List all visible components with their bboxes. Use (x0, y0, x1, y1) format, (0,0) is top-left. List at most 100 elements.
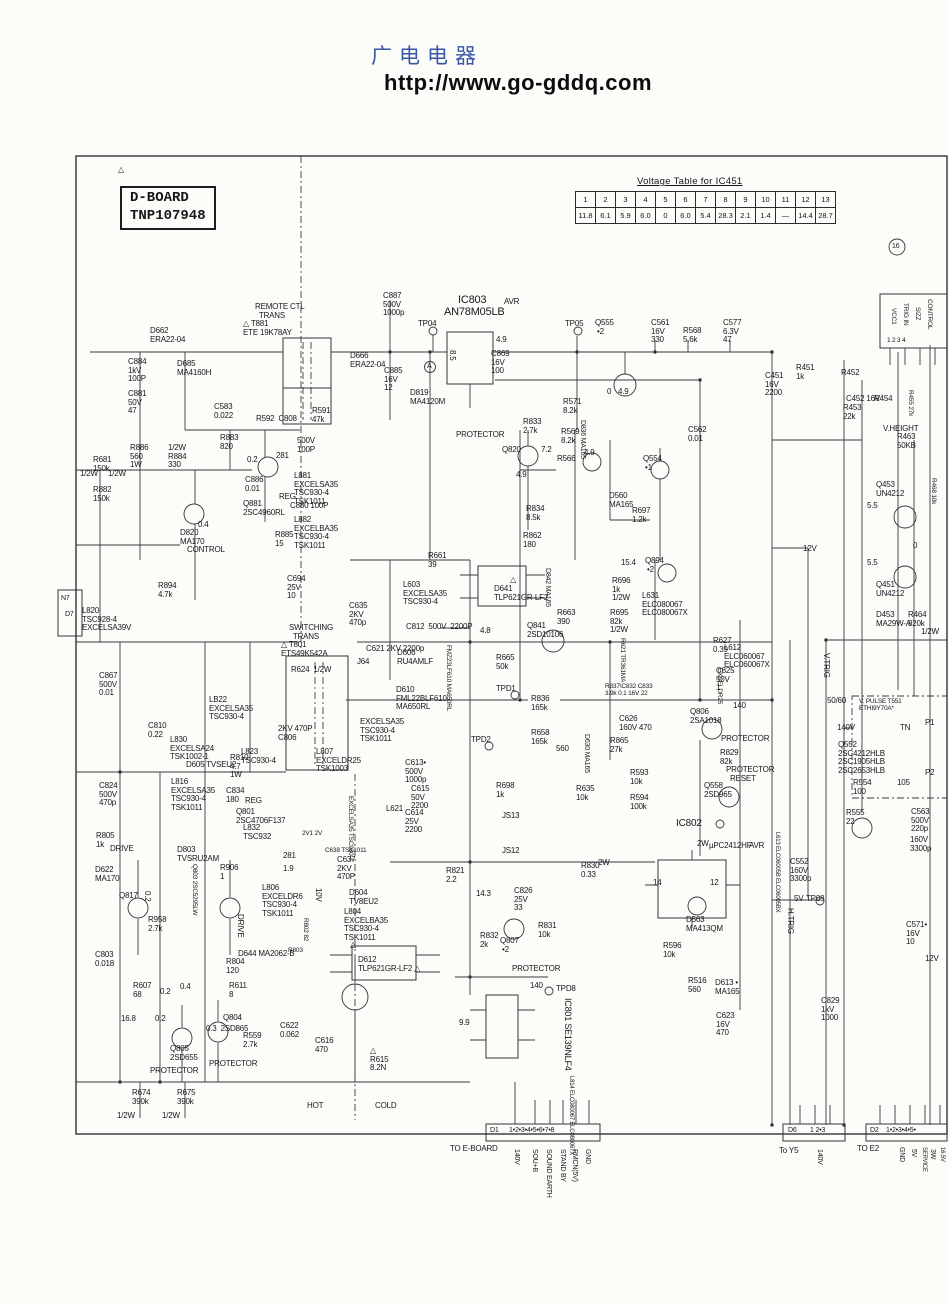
component-label: C803 0.018 (95, 950, 115, 968)
component-label: SERVICE (921, 1147, 927, 1172)
component-label: TPD8 (556, 984, 576, 993)
component-label: 0.3 2SD865 (206, 1024, 249, 1033)
component-label: 2W (598, 858, 610, 867)
component-label: 105 (897, 778, 910, 787)
component-label: 16.5V (939, 1147, 945, 1162)
component-label: C616 470 (315, 1036, 334, 1054)
component-label: R803 (288, 947, 303, 954)
component-label: C834 180 (226, 786, 245, 804)
component-label: C552 160V 3300p (790, 857, 812, 884)
component-label: C867 500V 0.01 (99, 671, 118, 698)
component-label: Q803 2SC5295LW (191, 864, 198, 916)
component-label: SOU+B (531, 1149, 538, 1172)
component-label: D662 ERA22-04 (150, 326, 186, 344)
component-label: R635 10k (576, 784, 595, 802)
component-label: R698 1k (496, 781, 515, 799)
component-label: L823 TSC930-4 (241, 747, 276, 765)
component-label: CONTROL (187, 545, 225, 554)
component-label: C571• 16V 10 (906, 920, 927, 947)
component-label: 281 (283, 851, 296, 860)
component-label: D563 MA413QM (686, 915, 723, 933)
component-label: C812 500V 2200P (406, 622, 473, 631)
component-label: AN78M05LB (444, 306, 505, 318)
component-label: 14.3 (476, 889, 491, 898)
component-label: CONTROL (926, 299, 933, 330)
component-label: 0.2 (155, 1014, 166, 1023)
component-label: L881 EXCELSA35 TSC930-4 TSK1011 (294, 471, 339, 506)
component-label: Q558 2SD965 (704, 781, 732, 799)
board-part-number: TNP107948 (130, 207, 206, 224)
component-label: 1/2W (117, 1111, 135, 1120)
voltage-table-value-cell: 28.3 (715, 207, 736, 224)
component-label: R452 (841, 368, 860, 377)
component-label: V.TRIG (822, 653, 831, 678)
component-label: 1/2W (921, 627, 939, 636)
component-label: R559 2.7k (243, 1031, 262, 1049)
site-url-link[interactable]: http://www.go-gddq.com (384, 70, 653, 95)
component-label: 50/60 (827, 696, 847, 705)
component-label: R697 1.2k (632, 506, 651, 524)
component-label: 12V (925, 954, 939, 963)
component-label: VCC1 (890, 308, 897, 325)
component-label: △ T881 ETE 19K78AY (243, 319, 292, 337)
schematic-border (75, 155, 948, 1135)
component-label: 560 (556, 744, 569, 753)
component-label: H.TRIG (786, 908, 795, 934)
component-label: GND (584, 1149, 591, 1164)
component-label: REG (279, 492, 296, 501)
component-label: 7.2 (541, 445, 552, 454)
component-label: V.HEIGHT (883, 424, 919, 433)
opto-d641-box (477, 565, 527, 607)
component-label: P1 (925, 718, 935, 727)
component-label: D612 TLP621GR-LF2 △ (358, 955, 421, 973)
opto-d612-box (351, 945, 417, 981)
component-label: R661 39 (428, 551, 447, 569)
component-label: C826 25V 33 (514, 886, 533, 913)
component-label: 0 (913, 541, 918, 550)
component-label: Q552 2SC4212HLB 2SC1905HLB 2SC2653HLB (838, 740, 885, 775)
component-label: 5.5 (867, 501, 878, 510)
component-label: R830 0.33 (581, 861, 600, 879)
component-label: C613• 500V 1000p (405, 758, 427, 785)
component-label: 16.8 (121, 1014, 136, 1023)
component-label: D641 TLP621GR-LF2 (494, 584, 549, 602)
component-label: R665 50k (496, 653, 515, 671)
component-label: 4.8 (480, 626, 491, 635)
component-label: PROTECTOR (209, 1059, 258, 1068)
component-label: D610 FML22BLF610 MA650RL (396, 685, 447, 712)
component-label: 140 (733, 701, 746, 710)
component-label: D820 MA170 (180, 528, 205, 546)
component-label: 140V (837, 723, 855, 732)
component-label: L882 EXCELBA35 TSC930-4 TSK1011 (294, 515, 339, 550)
component-label: R834 8.5k (526, 504, 545, 522)
component-label: C880 100P (290, 501, 329, 510)
component-label: Q801 2SC4706F137 (236, 807, 286, 825)
component-label: C881 50V 47 (128, 389, 147, 416)
component-label: V. PULSE T551 ETHI9Y70A* (859, 698, 902, 713)
component-label: DRIVE (110, 844, 134, 853)
component-label: R592 C808 (256, 414, 297, 423)
component-label: Q817 (119, 891, 138, 900)
component-label: R883 820 (220, 433, 239, 451)
ic803-box (446, 331, 494, 385)
component-label: 15.4 (621, 558, 636, 567)
component-label: JS12 (502, 846, 520, 855)
component-label: R464 820k (908, 610, 927, 628)
component-label: TP08 (806, 894, 825, 903)
component-label: R836 165k (531, 694, 550, 712)
component-label: R624 1/2W (291, 665, 332, 674)
component-label: L613 ELC06005B ELC06005BX (774, 832, 780, 913)
component-label: C626 160V 470 (619, 714, 652, 732)
component-label: C562 0.01 (688, 425, 707, 443)
component-label: D604 TV8EU2 (349, 888, 379, 906)
component-label: COLD (375, 1101, 397, 1110)
component-label: DRIVE (236, 914, 245, 938)
component-label: IC803 (458, 294, 487, 306)
component-label: SIZZ (914, 307, 921, 321)
component-label: C452 16V (846, 394, 880, 403)
component-label: 1/2W R884 330 (168, 443, 187, 470)
component-label: R663 390 (557, 608, 576, 626)
component-label: 5.5 (867, 558, 878, 567)
